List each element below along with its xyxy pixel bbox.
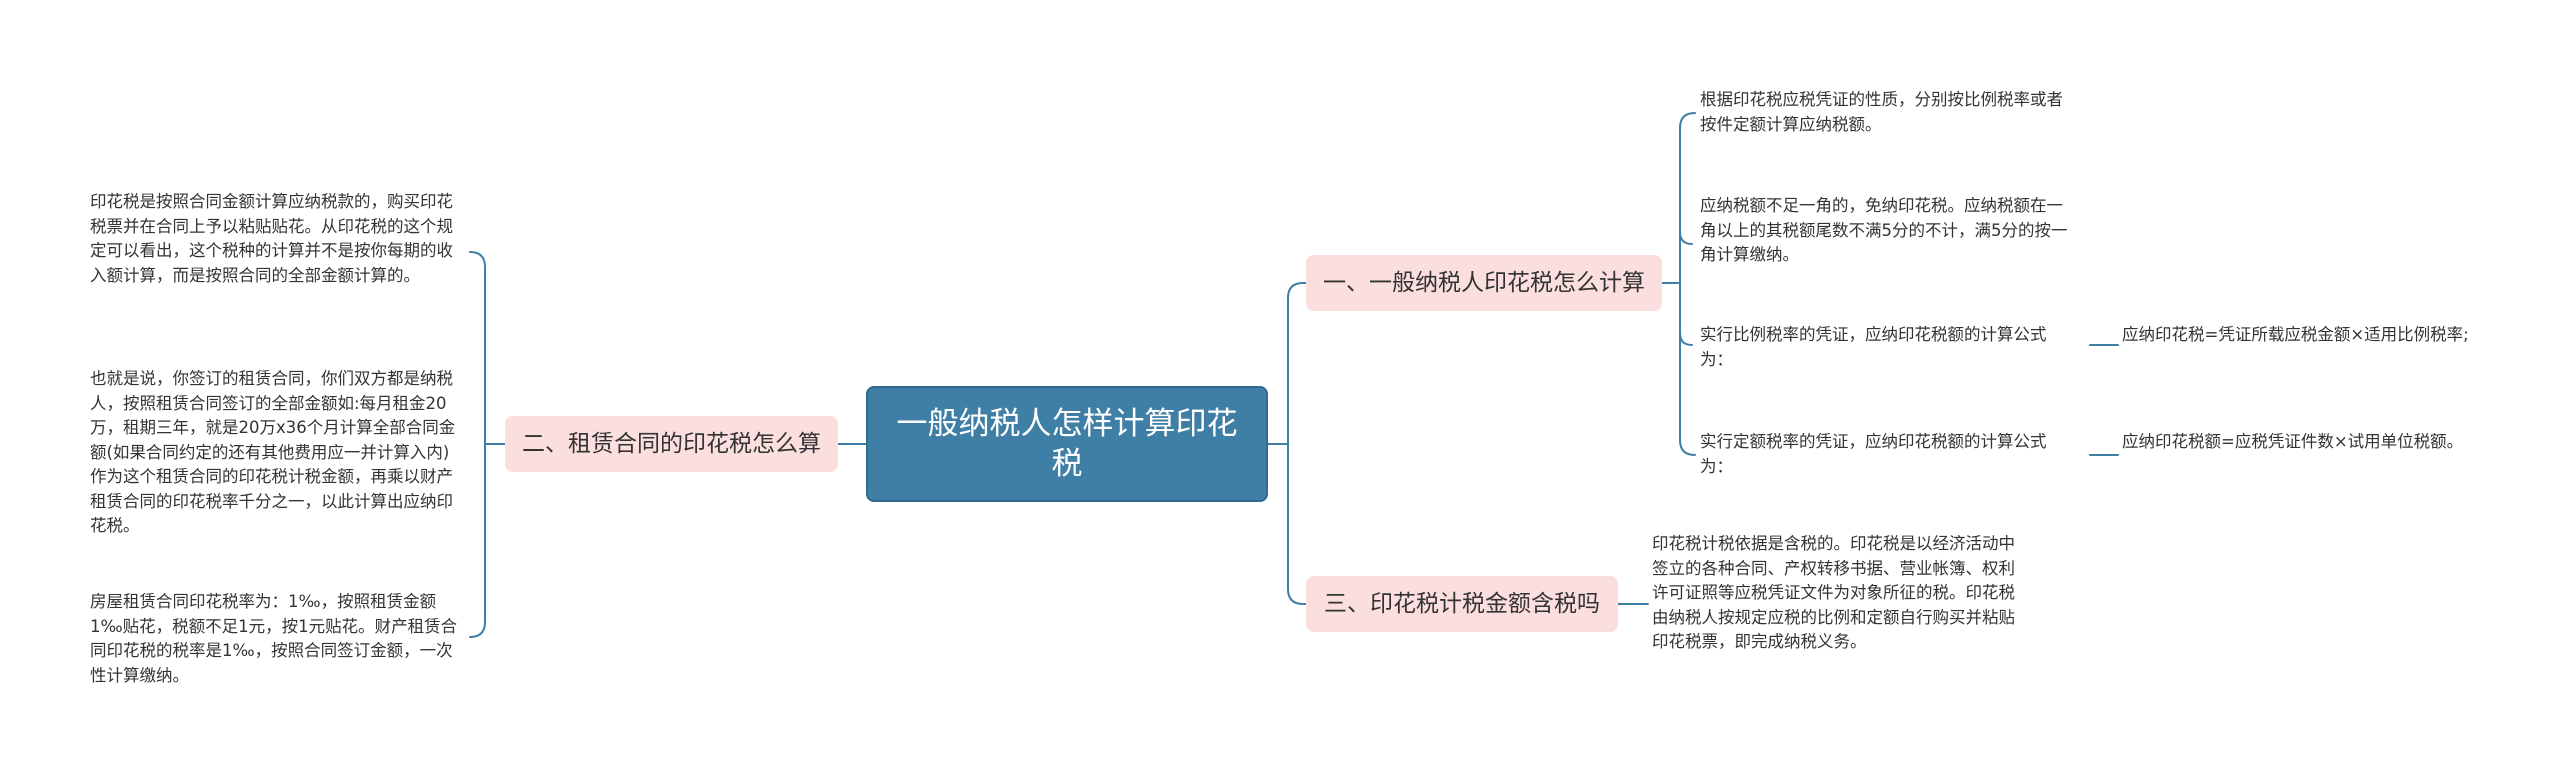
formula-proportional: 应纳印花税=凭证所载应税金额×适用比例税率;	[2122, 323, 2502, 348]
connector-branch1-bracket	[1661, 112, 1696, 456]
root-topic[interactable]: 一般纳税人怎样计算印花税	[866, 386, 1268, 502]
leaf-text: 应纳税额不足一角的，免纳印花税。应纳税额在一角以上的其税额尾数不满5分的不计，满…	[1700, 196, 2068, 264]
connector-leaf-1-2	[1679, 231, 1693, 245]
leaf-left-2: 也就是说，你签订的租赁合同，你们双方都是纳税人，按照租赁合同签订的全部金额如:每…	[90, 367, 465, 539]
leaf-left-1: 印花税是按照合同金额计算应纳税款的，购买印花税票并在合同上予以粘贴贴花。从印花税…	[90, 190, 465, 288]
branch-tax-inclusive[interactable]: 三、印花税计税金额含税吗	[1306, 576, 1618, 632]
branch-general-taxpayer[interactable]: 一、一般纳税人印花税怎么计算	[1306, 255, 1662, 311]
connector-root-right	[1267, 282, 1304, 605]
leaf-text: 房屋租赁合同印花税率为：1‰，按照租赁金额1‰贴花，税额不足1元，按1元贴花。财…	[90, 592, 458, 685]
leaf-right-1: 根据印花税应税凭证的性质，分别按比例税率或者按件定额计算应纳税额。	[1700, 88, 2078, 137]
root-topic-label: 一般纳税人怎样计算印花税	[896, 406, 1238, 482]
branch-label: 一、一般纳税人印花税怎么计算	[1323, 270, 1645, 296]
leaf-text: 实行定额税率的凭证，应纳印花税额的计算公式为：	[1700, 432, 2047, 476]
leaf-text: 实行比例税率的凭证，应纳印花税额的计算公式为：	[1700, 325, 2047, 369]
connector-left-bracket	[469, 251, 506, 638]
formula-text: 应纳印花税额=应税凭证件数×试用单位税额。	[2122, 432, 2464, 451]
leaf-right-3: 实行比例税率的凭证，应纳印花税额的计算公式为：	[1700, 323, 2078, 372]
leaf-left-3: 房屋租赁合同印花税率为：1‰，按照租赁金额1‰贴花，税额不足1元，按1元贴花。财…	[90, 590, 465, 688]
leaf-text: 根据印花税应税凭证的性质，分别按比例税率或者按件定额计算应纳税额。	[1700, 90, 2063, 134]
leaf-right-bottom: 印花税计税依据是含税的。印花税是以经济活动中签立的各种合同、产权转移书据、营业帐…	[1652, 532, 2030, 655]
branch-rental-contract[interactable]: 二、租赁合同的印花税怎么算	[505, 416, 838, 472]
formula-fixed: 应纳印花税额=应税凭证件数×试用单位税额。	[2122, 430, 2502, 455]
leaf-text: 印花税是按照合同金额计算应纳税款的，购买印花税票并在合同上予以粘贴贴花。从印花税…	[90, 192, 453, 285]
leaf-text: 印花税计税依据是含税的。印花税是以经济活动中签立的各种合同、产权转移书据、营业帐…	[1652, 534, 2015, 651]
connector-leaf-1-3	[1679, 332, 1693, 346]
branch-label: 三、印花税计税金额含税吗	[1324, 591, 1600, 617]
leaf-right-2: 应纳税额不足一角的，免纳印花税。应纳税额在一角以上的其税额尾数不满5分的不计，满…	[1700, 194, 2078, 268]
leaf-text: 也就是说，你签订的租赁合同，你们双方都是纳税人，按照租赁合同签订的全部金额如:每…	[90, 369, 456, 535]
branch-label: 二、租赁合同的印花税怎么算	[522, 431, 821, 457]
leaf-right-4: 实行定额税率的凭证，应纳印花税额的计算公式为：	[1700, 430, 2078, 479]
formula-text: 应纳印花税=凭证所载应税金额×适用比例税率;	[2122, 325, 2469, 344]
